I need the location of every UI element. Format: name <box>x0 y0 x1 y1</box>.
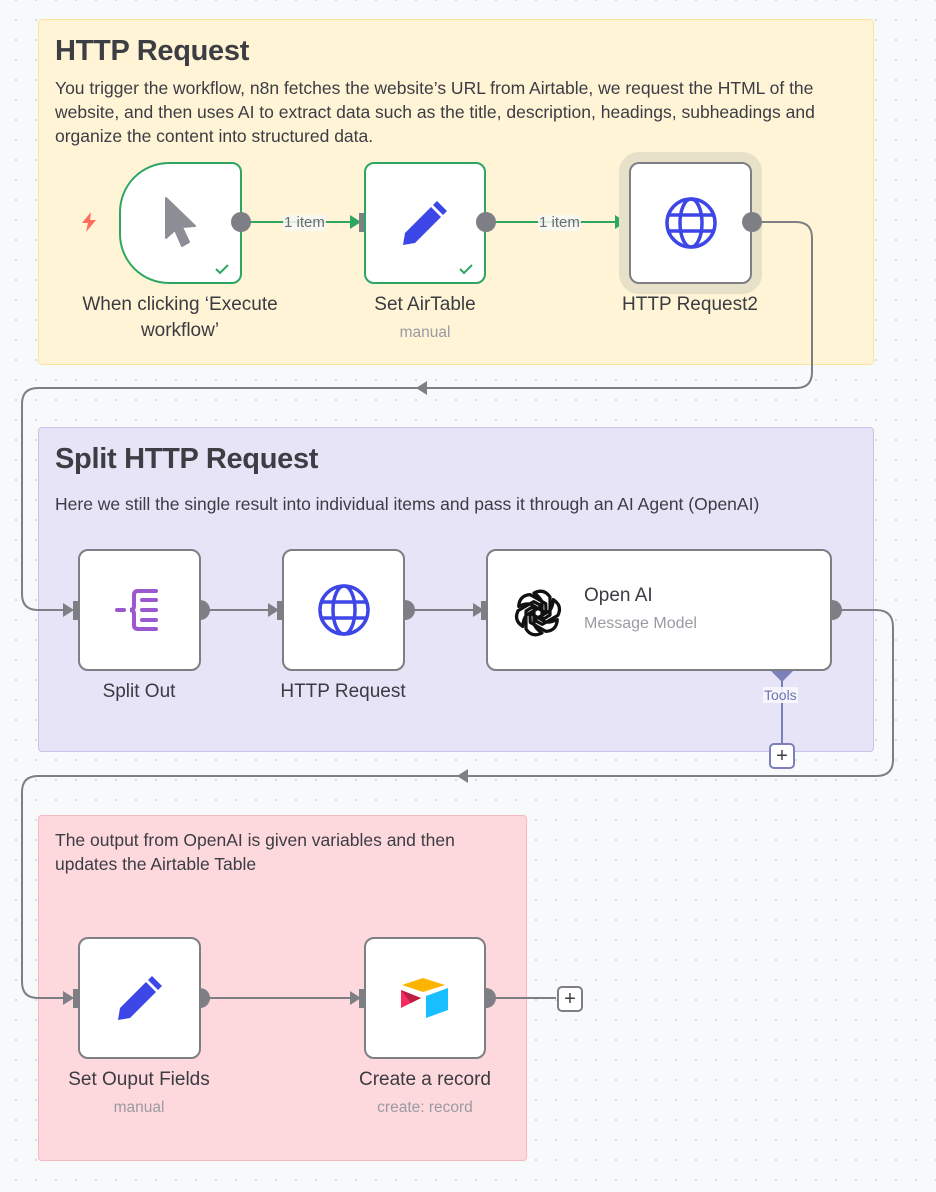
trigger-bolt-icon <box>82 212 96 232</box>
sticky-body: Here we still the single result into ind… <box>55 494 760 514</box>
node-label: Set Ouput Fields <box>68 1069 210 1090</box>
success-check-icon <box>215 264 229 275</box>
sticky-title: Split HTTP Request <box>55 443 319 475</box>
node-http-request[interactable] <box>282 549 405 671</box>
node-subtitle: create: record <box>377 1099 473 1116</box>
node-subtitle: manual <box>399 324 451 341</box>
node-label: Create a record <box>358 1069 491 1090</box>
globe-icon <box>664 197 717 249</box>
edge-direction-arrow <box>416 381 427 395</box>
edge-direction-arrow <box>457 769 468 783</box>
pencil-icon <box>403 201 447 245</box>
node-set-airtable[interactable] <box>364 162 486 284</box>
tools-connector-label: Tools <box>763 687 798 703</box>
node-trigger[interactable] <box>119 162 242 284</box>
node-set-output-fields[interactable] <box>78 937 201 1059</box>
success-check-icon <box>459 264 473 275</box>
split-out-icon <box>114 589 158 631</box>
edge-label-item-count: 1 item <box>538 214 581 231</box>
node-http-request2[interactable] <box>629 162 752 284</box>
node-label: HTTP Request2 <box>622 294 758 315</box>
node-label: When clicking ‘Execute workflow’ <box>82 294 278 341</box>
node-label: HTTP Request <box>280 681 406 702</box>
airtable-icon <box>401 978 448 1018</box>
node-title: Open AI <box>584 585 653 606</box>
edge-label-item-count: 1 item <box>283 214 326 231</box>
add-tool-button[interactable]: + <box>769 743 795 769</box>
node-label: Set AirTable <box>374 294 476 315</box>
add-node-button[interactable]: + <box>557 986 583 1012</box>
node-create-record[interactable] <box>364 937 486 1059</box>
node-subtitle: manual <box>113 1099 165 1116</box>
globe-icon <box>317 584 370 636</box>
mouse-pointer-icon <box>164 197 196 247</box>
node-split-out[interactable] <box>78 549 201 671</box>
pencil-icon <box>117 976 162 1020</box>
node-open-ai[interactable]: Open AI Message Model <box>486 549 832 671</box>
sticky-body: The output from OpenAI is given variable… <box>55 830 455 874</box>
sticky-title: HTTP Request <box>55 35 250 67</box>
node-subtitle: Message Model <box>584 615 697 632</box>
sticky-body: You trigger the workflow, n8n fetches th… <box>55 78 815 146</box>
node-label: Split Out <box>102 681 176 702</box>
openai-icon <box>512 589 564 637</box>
